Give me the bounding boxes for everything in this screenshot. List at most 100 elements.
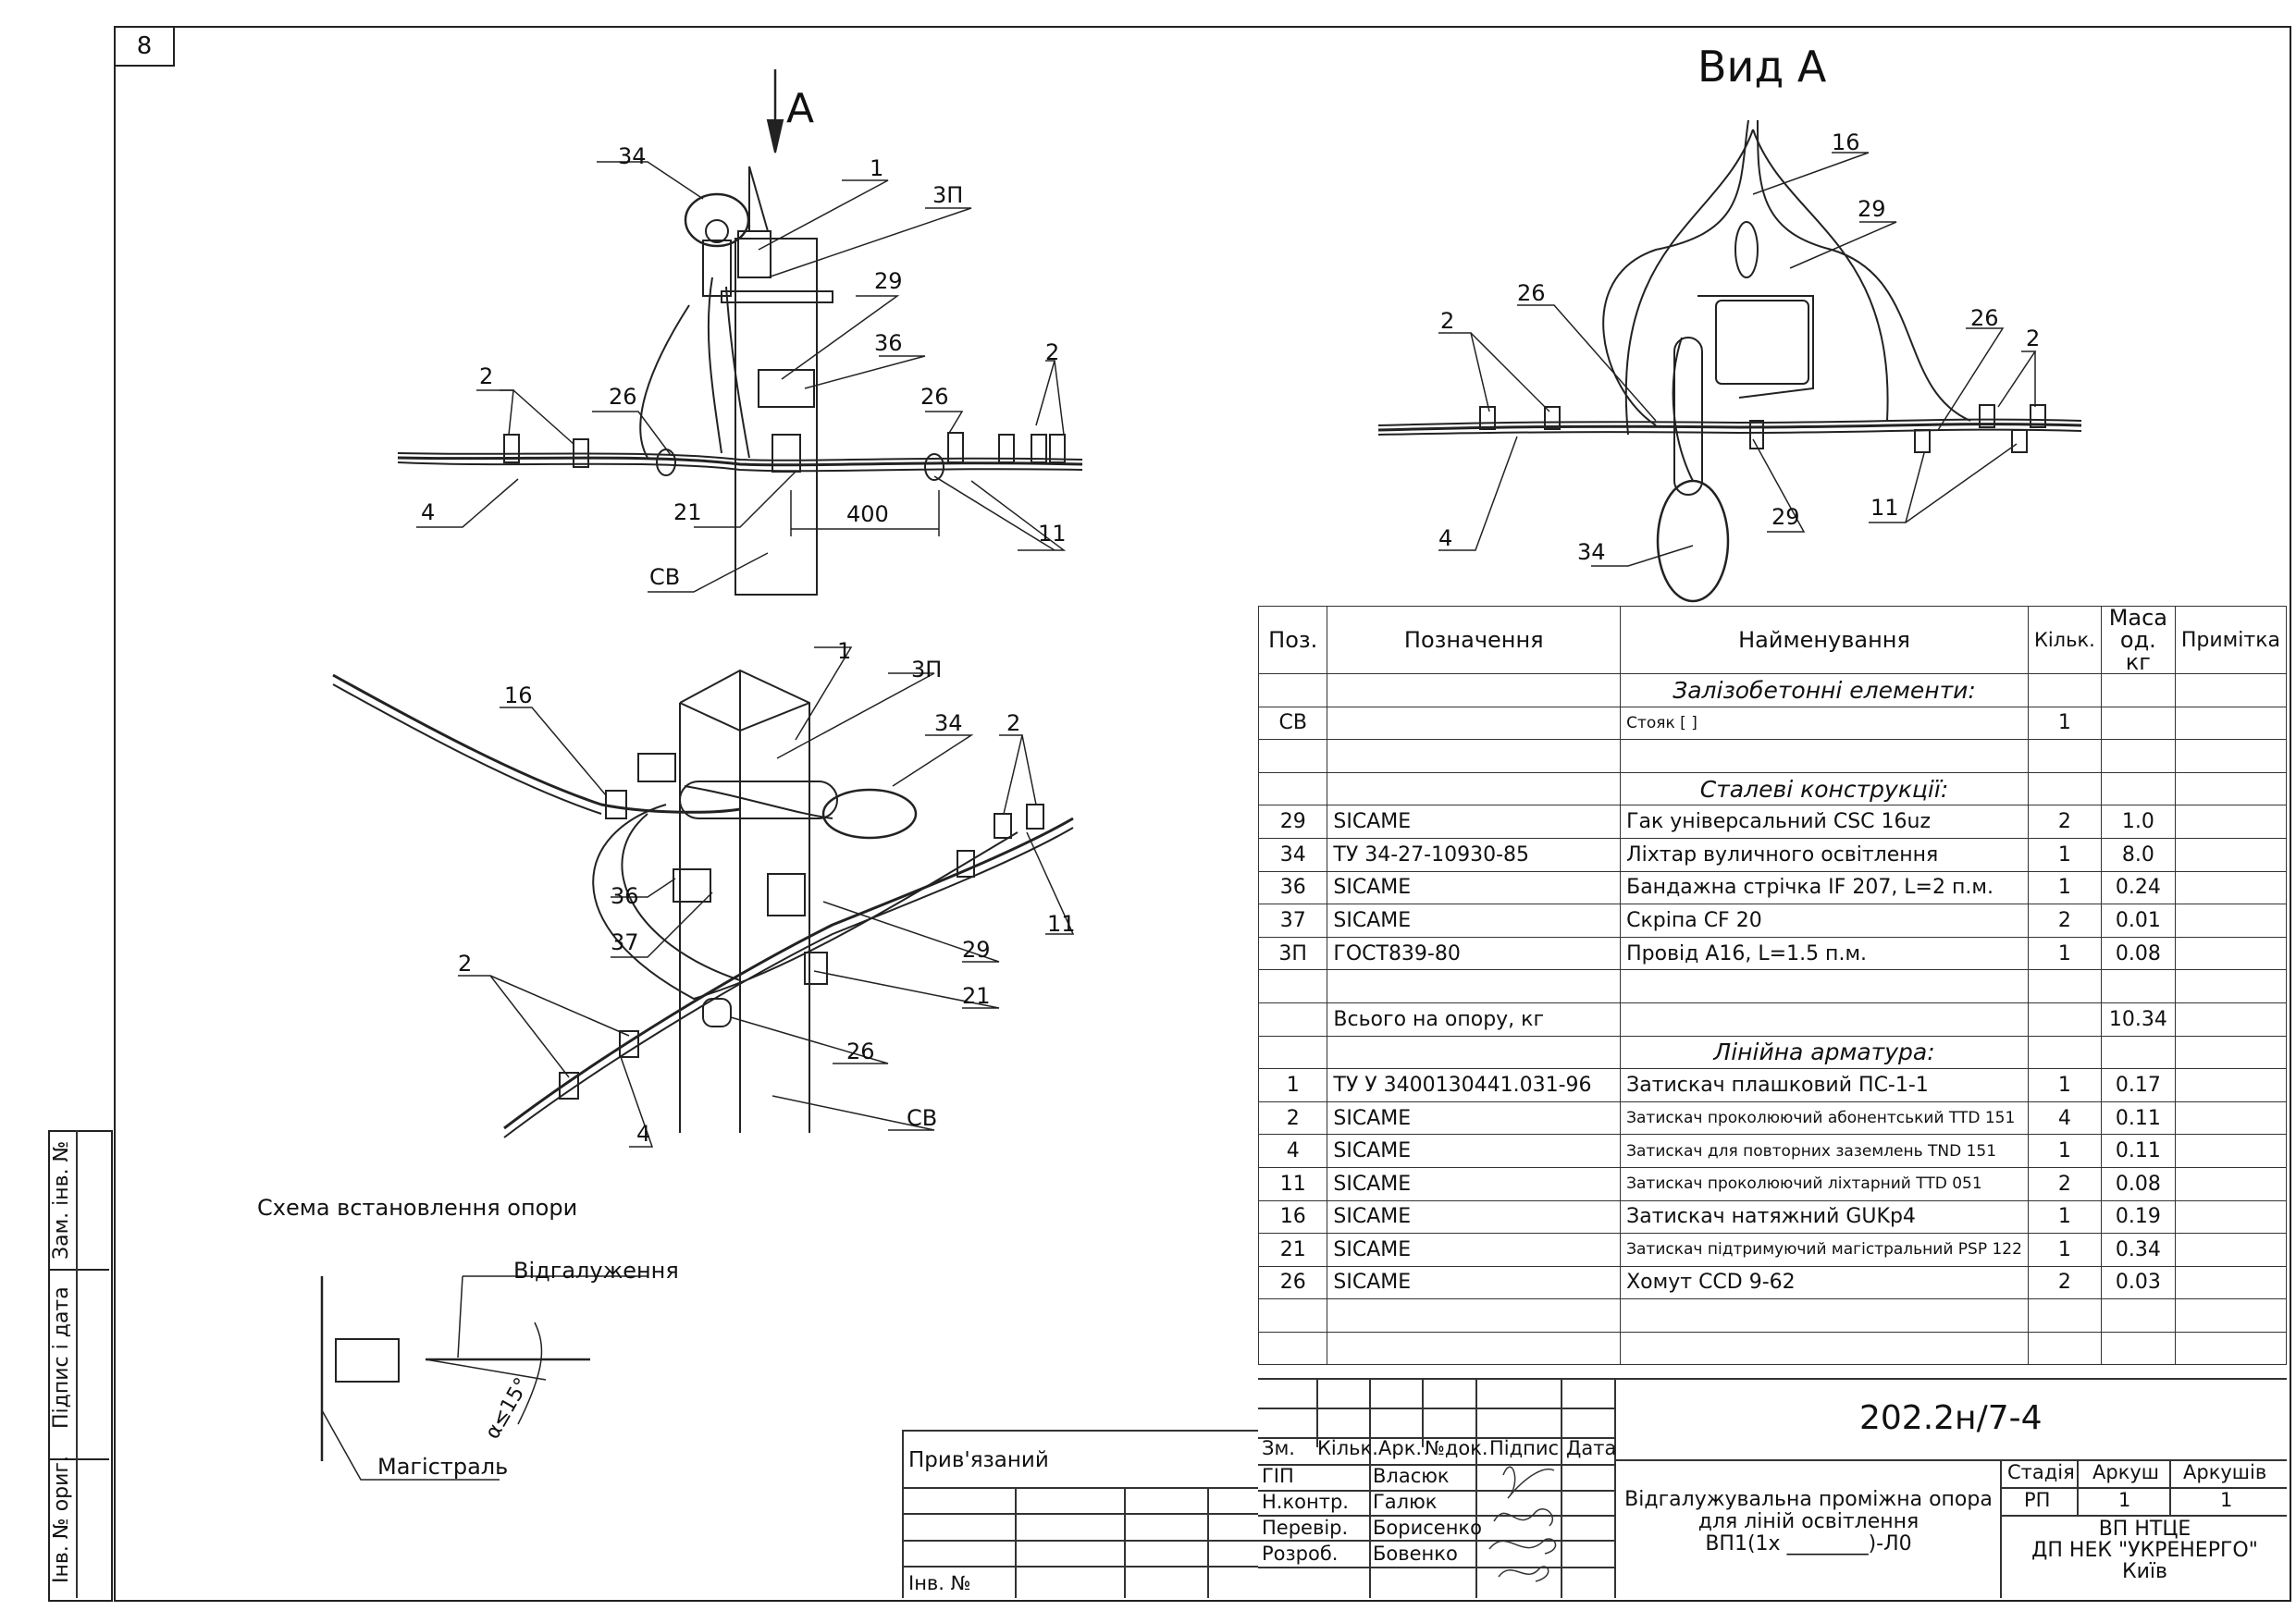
org-line: ВП НТЦЕ — [2098, 1518, 2191, 1541]
code-cell: ТУ У 3400130441.031-96 — [1327, 1068, 1622, 1102]
mass-cell — [2100, 706, 2176, 741]
note-cell — [2174, 904, 2288, 938]
org-line: ДП НЕК "УКРЕНЕРГО" — [2031, 1539, 2258, 1562]
specification-table: Поз. Позначення Найменування Кільк. Маса… — [1257, 606, 2288, 1366]
spec-header-row: Поз. Позначення Найменування Кільк. Маса… — [1257, 606, 2288, 674]
name-cell: Затискач плашковий ПС-1-1 — [1620, 1068, 2029, 1102]
title-line: ВП1(1х ________)-Л0 — [1705, 1532, 1912, 1555]
qty-cell: 2 — [2027, 1166, 2102, 1201]
name-cell: Затискач проколюючий ліхтарний TTD 051 — [1620, 1166, 2029, 1201]
mass-cell: 0.08 — [2100, 1166, 2176, 1201]
pos-cell: 16 — [1257, 1199, 1328, 1235]
pos-label: 1 — [870, 155, 884, 181]
pos-label: 2 — [1440, 308, 1455, 334]
mass-cell: 0.19 — [2100, 1199, 2176, 1235]
role-dev: Розроб. — [1262, 1543, 1339, 1565]
role-check: Перевір. — [1262, 1517, 1349, 1539]
isometric-view — [332, 646, 1075, 1148]
drawing-title: Відгалужувальна проміжна опора для ліній… — [1619, 1489, 1998, 1555]
code-cell: SICAME — [1327, 904, 1622, 938]
pos-label: 34 — [618, 143, 647, 169]
pos-label: 11 — [1038, 521, 1067, 547]
sheets-value: 1 — [2220, 1489, 2233, 1511]
col-mass: Маса од. кг — [2100, 606, 2176, 674]
pole-iso — [679, 669, 810, 1133]
note-cell — [2174, 837, 2288, 872]
section-title: Лінійна арматура: — [1620, 1035, 2029, 1070]
pos-cell: 29 — [1257, 805, 1328, 839]
qty-cell: 4 — [2027, 1100, 2102, 1136]
clamps-view-a — [1479, 404, 2046, 453]
code-cell: SICAME — [1327, 1134, 1622, 1168]
side-stamp-column — [76, 1130, 78, 1598]
qty-cell: 1 — [2027, 1134, 2102, 1168]
pos-label: 4 — [421, 499, 436, 525]
clamps-iso — [559, 790, 1044, 1100]
col-name: Найменування — [1620, 606, 2029, 674]
lamp-iso — [821, 788, 918, 840]
pos-label: 26 — [846, 1039, 875, 1064]
name-cell: Стояк [ ] — [1620, 706, 2029, 741]
pos-label: 26 — [920, 384, 949, 410]
note-cell — [2174, 706, 2288, 741]
stamp-col-date: Дата — [1566, 1437, 1617, 1459]
scheme-title: Схема встановлення опори — [257, 1195, 578, 1221]
installation-scheme — [320, 1275, 648, 1481]
spec-blank-row — [1257, 739, 2288, 773]
name-cell — [1620, 1002, 2029, 1037]
pos-label: 16 — [504, 682, 533, 708]
stamp-col-qty: Кільк. — [1317, 1437, 1378, 1459]
col-pos: Поз. — [1257, 606, 1328, 674]
pos-label: 3П — [911, 657, 943, 682]
mass-cell: 0.17 — [2100, 1068, 2176, 1102]
pos-label: 16 — [1832, 129, 1860, 155]
scheme-branch-label: Відгалуження — [513, 1258, 679, 1284]
spec-blank-row — [1257, 969, 2288, 1003]
code-cell — [1327, 706, 1622, 741]
code-cell: SICAME — [1327, 870, 1622, 905]
name-cell: Хомут CCD 9-62 — [1620, 1265, 2029, 1300]
view-arrow-label: А — [786, 85, 815, 132]
pos-label: 26 — [1970, 305, 1999, 331]
title-line: для ліній освітлення — [1697, 1510, 1920, 1533]
note-cell — [2174, 1166, 2288, 1201]
pos-label: 34 — [1577, 539, 1606, 565]
pos-label: 1 — [837, 638, 852, 664]
stamp-col-sign: Підпис — [1489, 1437, 1560, 1459]
scheme-main-label: Магістраль — [377, 1454, 509, 1480]
sheet-head: Аркуш — [2092, 1461, 2160, 1483]
section-title: Сталеві конструкції: — [1620, 771, 2029, 806]
pos-label: 34 — [934, 710, 963, 736]
pole-front — [734, 238, 818, 596]
document-code: 202.2н/7-4 — [1859, 1399, 2043, 1437]
name-cell: Затискач натяжний GUKp4 — [1620, 1199, 2029, 1235]
code-cell: ГОСТ839-80 — [1327, 936, 1622, 971]
name-gip: Власюк — [1373, 1465, 1450, 1487]
qty-cell: 2 — [2027, 1265, 2102, 1300]
section-title: Залізобетонні елементи: — [1620, 673, 2029, 707]
qty-cell: 2 — [2027, 805, 2102, 839]
pos-cell: 4 — [1257, 1134, 1328, 1168]
mass-cell: 0.03 — [2100, 1265, 2176, 1300]
spec-blank-row — [1257, 1298, 2288, 1333]
qty-cell: 1 — [2027, 1199, 2102, 1235]
qty-cell: 1 — [2027, 1233, 2102, 1267]
note-cell — [2174, 1134, 2288, 1168]
code-cell: SICAME — [1327, 1199, 1622, 1235]
organization: ВП НТЦЕ ДП НЕК "УКРЕНЕРГО" Київ — [2004, 1518, 2286, 1582]
pos-label: 11 — [1870, 495, 1899, 521]
pos-cell: СВ — [1257, 706, 1328, 741]
name-cell: Затискач підтримуючий магістральний PSP … — [1620, 1233, 2029, 1267]
spec-section-row: Сталеві конструкції: — [1257, 771, 2288, 806]
pos-cell: 11 — [1257, 1166, 1328, 1201]
pos-label: 4 — [636, 1121, 651, 1147]
mass-cell: 10.34 — [2100, 1002, 2176, 1037]
